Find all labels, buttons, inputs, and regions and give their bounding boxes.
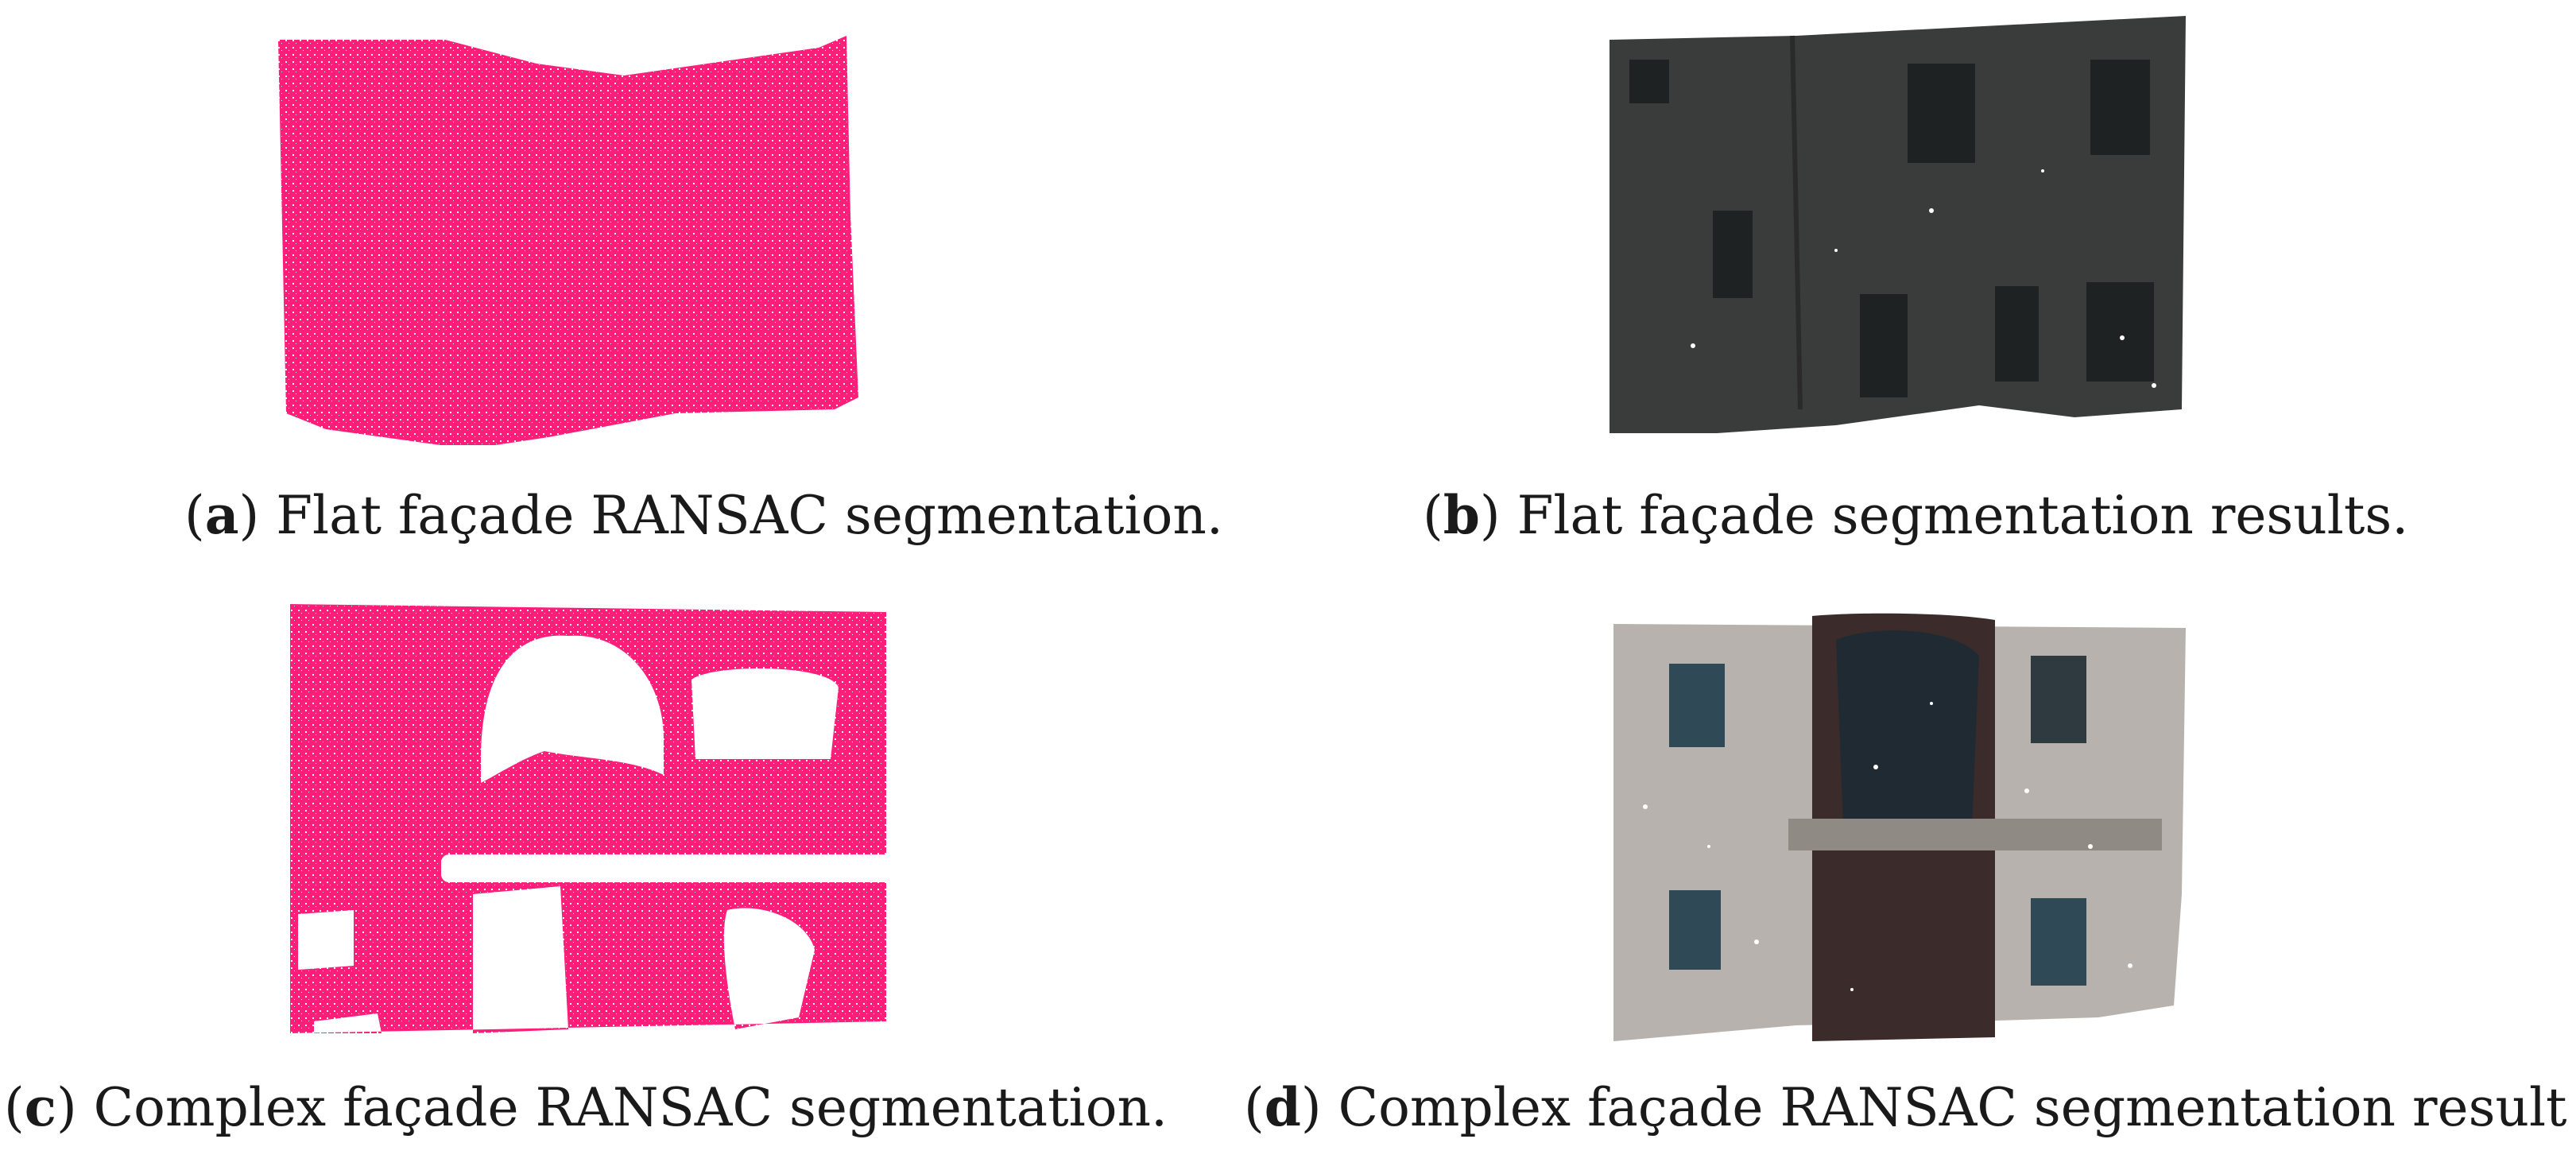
window <box>2086 282 2154 382</box>
complex-ransac-region <box>290 604 886 1033</box>
caption-a-text: Flat façade RANSAC segmentation. <box>276 485 1223 546</box>
caption-b-text: Flat façade segmentation results. <box>1517 485 2409 546</box>
complex-facade-interior <box>1836 630 1979 847</box>
window <box>1669 664 1725 747</box>
caption-a: (a) Flat façade RANSAC segmentation. <box>184 484 1223 546</box>
complex-facade-result-pointcloud <box>1613 613 2186 1041</box>
flat-facade-result-pointcloud <box>1610 16 2186 433</box>
flat-facade-ransac-pointcloud <box>278 36 858 445</box>
flat-facade-wall <box>1610 16 2186 433</box>
sparse-points <box>1691 169 2156 388</box>
panel-d-image <box>1613 608 2194 1053</box>
caption-b: (b) Flat façade segmentation results. <box>1423 484 2409 546</box>
balcony-gap <box>441 854 902 882</box>
complex-facade-ransac-pointcloud <box>290 604 902 1033</box>
caption-c-letter: c <box>24 1076 56 1138</box>
window <box>2090 60 2150 155</box>
caption-a-letter: a <box>204 484 239 546</box>
caption-c-text: Complex façade RANSAC segmentation. <box>93 1077 1168 1138</box>
balcony-slab <box>1788 819 2162 850</box>
caption-b-letter: b <box>1443 484 1480 546</box>
window <box>1669 890 1721 970</box>
panel-a-image <box>262 16 882 445</box>
flat-ransac-region <box>278 36 858 445</box>
panel-c-image <box>282 600 902 1045</box>
caption-d-letter: d <box>1264 1076 1301 1138</box>
window <box>2031 898 2086 986</box>
panel-b-image <box>1598 12 2202 441</box>
sparse-points <box>1643 702 2132 991</box>
window <box>1713 211 1753 298</box>
caption-c: (c) Complex façade RANSAC segmentation. <box>4 1076 1168 1138</box>
caption-d-text: Complex façade RANSAC segmentation resul… <box>1338 1077 2567 1138</box>
window <box>1629 60 1669 103</box>
window <box>1908 64 1975 163</box>
flat-facade-seam <box>1790 35 1803 410</box>
window <box>1860 294 1908 397</box>
window <box>1995 286 2039 382</box>
caption-d: (d) Complex façade RANSAC segmentation r… <box>1244 1076 2567 1138</box>
window <box>2031 656 2086 743</box>
